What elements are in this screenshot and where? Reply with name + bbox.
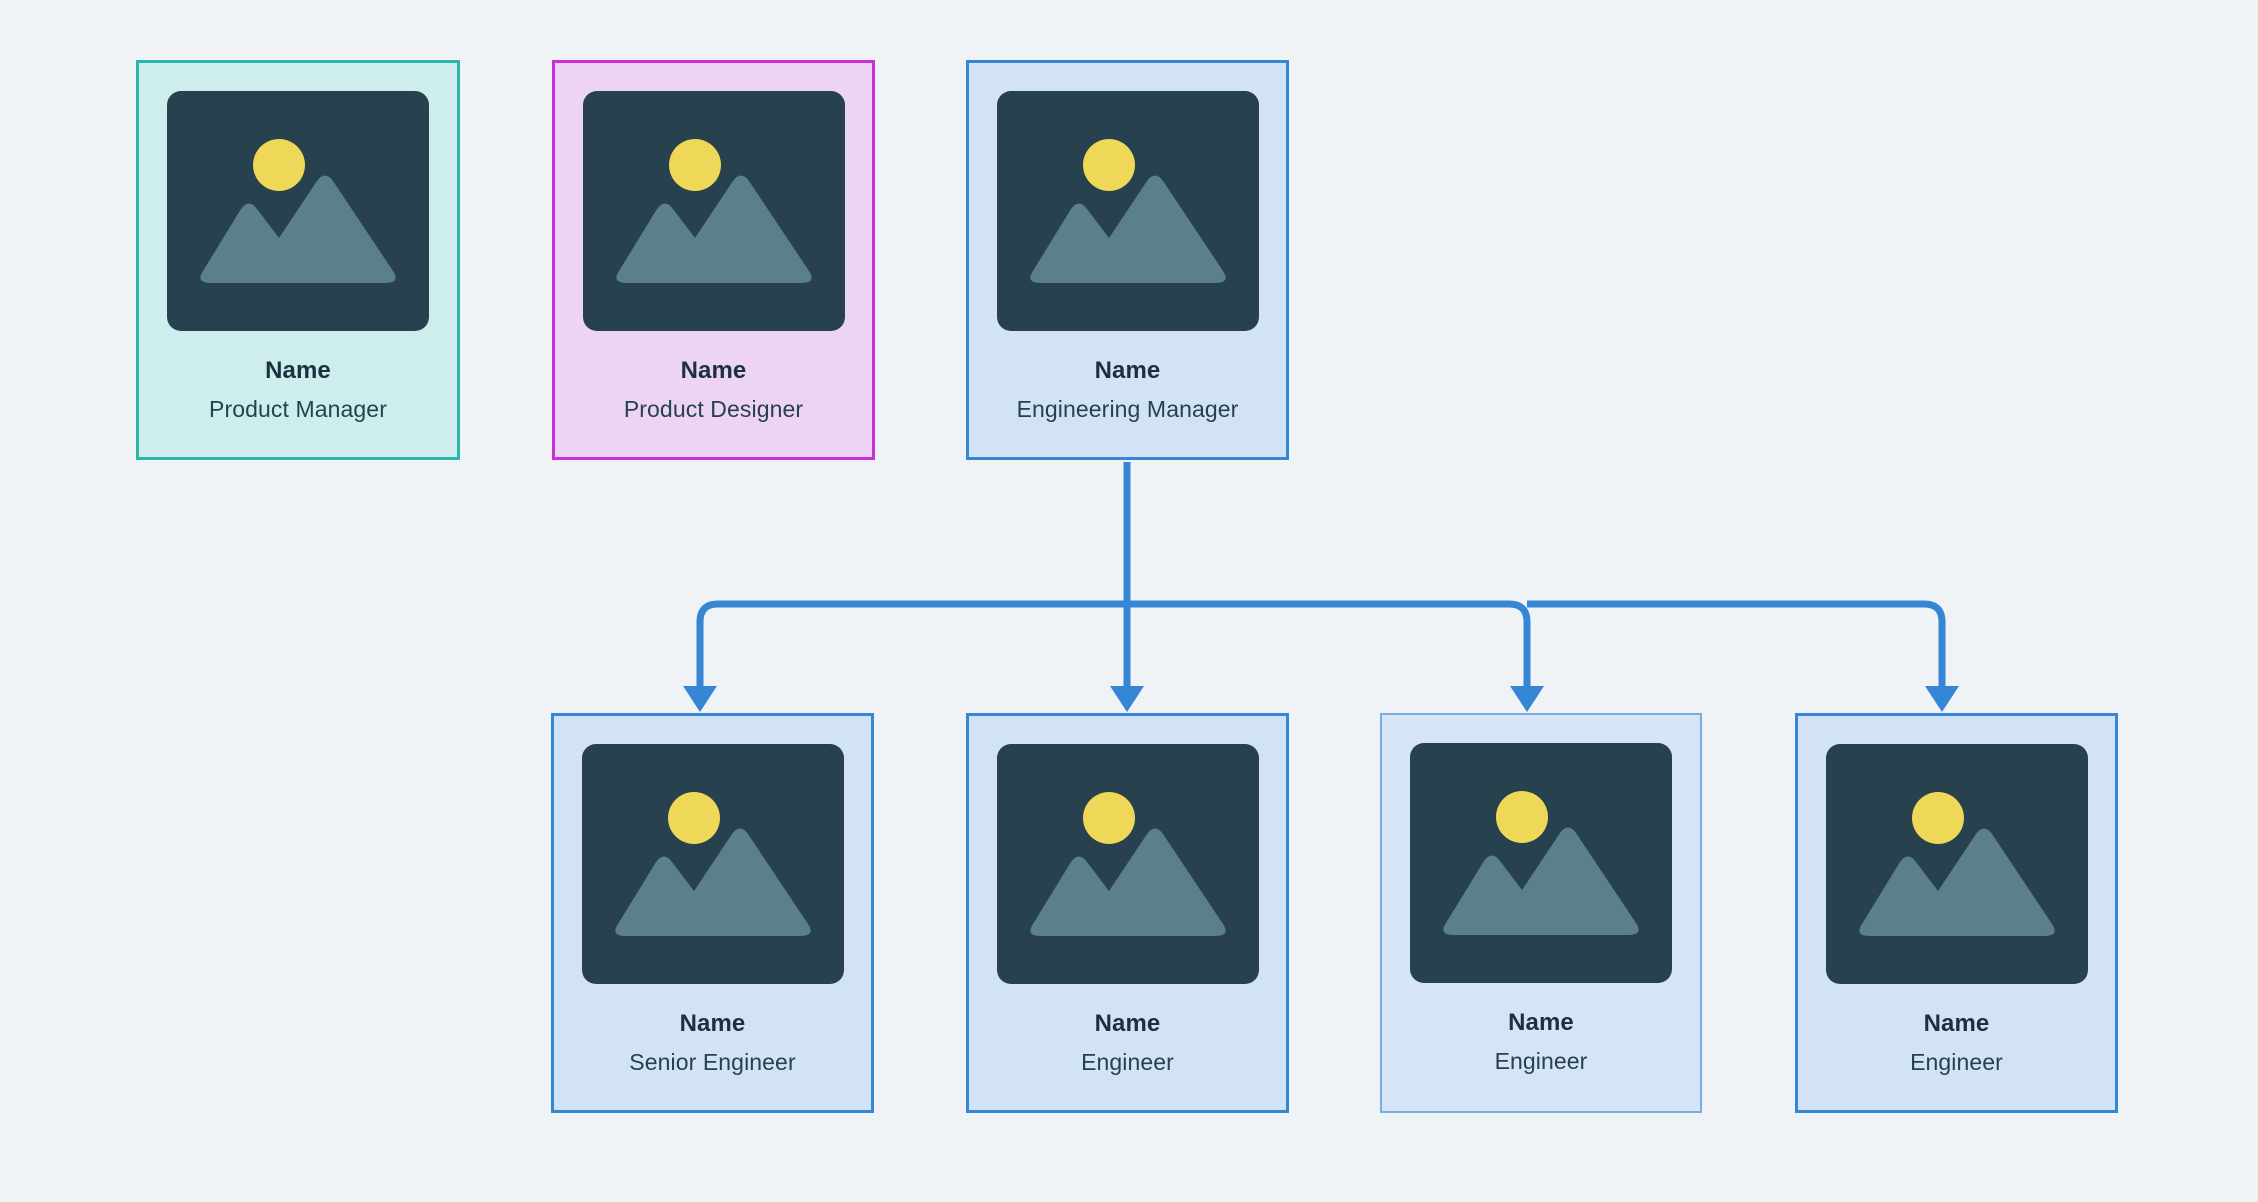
card-role: Product Manager bbox=[209, 396, 387, 422]
image-placeholder-icon bbox=[996, 91, 1259, 331]
image-placeholder-icon bbox=[167, 91, 429, 331]
card-labels: Name Engineering Manager bbox=[969, 359, 1286, 421]
sun-icon bbox=[667, 792, 720, 844]
arrow-down-icon bbox=[683, 686, 717, 712]
card-engineer-1[interactable]: Name Engineer bbox=[966, 713, 1289, 1113]
arrow-down-icon bbox=[1110, 686, 1144, 712]
card-product-manager[interactable]: Name Product Manager bbox=[136, 60, 460, 460]
sun-icon bbox=[1082, 792, 1135, 844]
card-name: Name bbox=[679, 1010, 746, 1037]
mountain-icon bbox=[1029, 175, 1226, 283]
mountain-icon bbox=[1443, 827, 1639, 935]
sun-icon bbox=[1082, 139, 1135, 191]
card-engineering-manager[interactable]: Name Engineering Manager bbox=[966, 60, 1289, 460]
card-labels: Name Engineer bbox=[969, 1012, 1286, 1074]
card-name: Name bbox=[1508, 1009, 1574, 1036]
sun-icon bbox=[253, 139, 305, 191]
image-placeholder-icon bbox=[581, 744, 844, 984]
card-labels: Name Senior Engineer bbox=[554, 1012, 871, 1074]
card-labels: Name Engineer bbox=[1382, 1011, 1700, 1073]
connector-branch-senior-engineer bbox=[696, 600, 1127, 690]
sun-icon bbox=[1496, 791, 1548, 843]
card-engineer-3[interactable]: Name Engineer bbox=[1795, 713, 2118, 1113]
image-placeholder-icon bbox=[1825, 744, 2088, 984]
image-placeholder-icon bbox=[582, 91, 845, 331]
card-name: Name bbox=[1094, 357, 1161, 384]
card-name: Name bbox=[1923, 1010, 1990, 1037]
arrow-down-icon bbox=[1925, 686, 1959, 712]
arrow-head-group bbox=[683, 686, 1959, 712]
card-labels: Name Product Manager bbox=[139, 359, 457, 421]
card-role: Engineer bbox=[1494, 1048, 1588, 1074]
mountain-icon bbox=[1858, 828, 2055, 936]
card-role: Engineer bbox=[1081, 1049, 1174, 1075]
mountain-icon bbox=[1029, 828, 1226, 936]
card-name: Name bbox=[680, 357, 747, 384]
card-name: Name bbox=[265, 357, 331, 384]
card-product-designer[interactable]: Name Product Designer bbox=[552, 60, 875, 460]
card-role: Engineer bbox=[1910, 1049, 2003, 1075]
card-role: Senior Engineer bbox=[629, 1049, 796, 1075]
card-senior-engineer[interactable]: Name Senior Engineer bbox=[551, 713, 874, 1113]
mountain-icon bbox=[614, 828, 811, 936]
sun-icon bbox=[668, 139, 721, 191]
card-engineer-2[interactable]: Name Engineer bbox=[1380, 713, 1702, 1113]
image-placeholder-icon bbox=[996, 744, 1259, 984]
card-labels: Name Engineer bbox=[1798, 1012, 2115, 1074]
connector-branch-engineer-3 bbox=[1527, 600, 1946, 690]
connector-branch-engineer-2 bbox=[1127, 600, 1531, 690]
card-role: Product Designer bbox=[623, 396, 804, 422]
mountain-icon bbox=[615, 175, 812, 283]
sun-icon bbox=[1911, 792, 1964, 844]
mountain-icon bbox=[200, 175, 396, 283]
card-name: Name bbox=[1094, 1010, 1161, 1037]
arrow-down-icon bbox=[1510, 686, 1544, 712]
card-labels: Name Product Designer bbox=[555, 359, 872, 421]
card-role: Engineering Manager bbox=[1016, 396, 1239, 422]
image-placeholder-icon bbox=[1410, 743, 1672, 983]
